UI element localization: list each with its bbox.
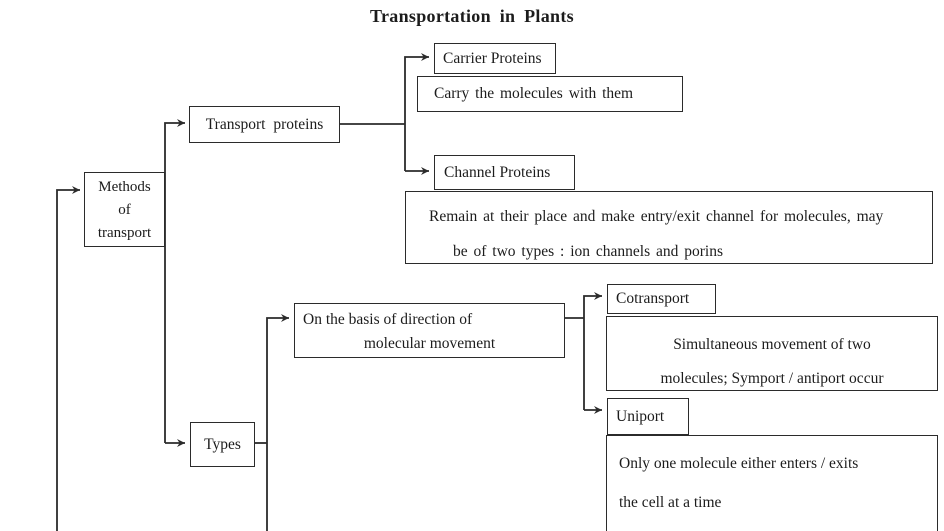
- node-label: Carrier Proteins: [443, 49, 542, 67]
- node-label: molecular movement: [363, 335, 496, 352]
- node-transport-proteins: Transport proteins: [189, 106, 340, 143]
- desc-text: Simultaneous movement of two: [673, 336, 871, 353]
- desc-text: Only one molecule either enters / exits: [619, 455, 859, 472]
- desc-text: the cell at a time: [619, 494, 722, 511]
- node-types: Types: [190, 422, 255, 467]
- node-label: Methods: [98, 179, 151, 195]
- node-label: Cotransport: [616, 290, 690, 308]
- desc-text: molecules; Symport / antiport occur: [660, 370, 884, 387]
- node-methods-of-transport: Methods of transport: [84, 172, 165, 247]
- node-basis-of-direction: On the basis of direction of molecular m…: [294, 303, 565, 358]
- desc-channel-proteins: Remain at their place and make entry/exi…: [405, 191, 933, 264]
- node-label: of: [118, 202, 131, 218]
- node-cotransport: Cotransport: [607, 284, 716, 314]
- node-label: Transport proteins: [205, 115, 324, 133]
- desc-uniport: Only one molecule either enters / exits …: [606, 435, 938, 531]
- desc-text: Remain at their place and make entry/exi…: [429, 208, 884, 225]
- desc-text: be of two types : ion channels and porin…: [453, 243, 723, 260]
- node-uniport: Uniport: [607, 398, 689, 435]
- page-title: Transportation in Plants: [370, 6, 574, 26]
- node-label: Channel Proteins: [444, 163, 551, 181]
- connector-cotransport-arrow: [583, 292, 602, 410]
- connector-spine-methods-arrow: [56, 186, 80, 531]
- node-channel-proteins: Channel Proteins: [434, 155, 575, 190]
- node-label: On the basis of direction of: [303, 311, 473, 328]
- connector-types-basis-arrow: [266, 314, 289, 531]
- node-label: Types: [204, 435, 241, 453]
- connector-carrier-arrow: [404, 53, 429, 171]
- node-label: transport: [97, 225, 152, 241]
- desc-text: Carry the molecules with them: [434, 85, 634, 103]
- desc-carrier-proteins: Carry the molecules with them: [417, 76, 683, 112]
- node-label: Uniport: [616, 407, 665, 425]
- node-carrier-proteins: Carrier Proteins: [434, 43, 556, 74]
- desc-cotransport: Simultaneous movement of two molecules; …: [606, 316, 938, 391]
- connector-methods-transport-arrow: [164, 119, 185, 443]
